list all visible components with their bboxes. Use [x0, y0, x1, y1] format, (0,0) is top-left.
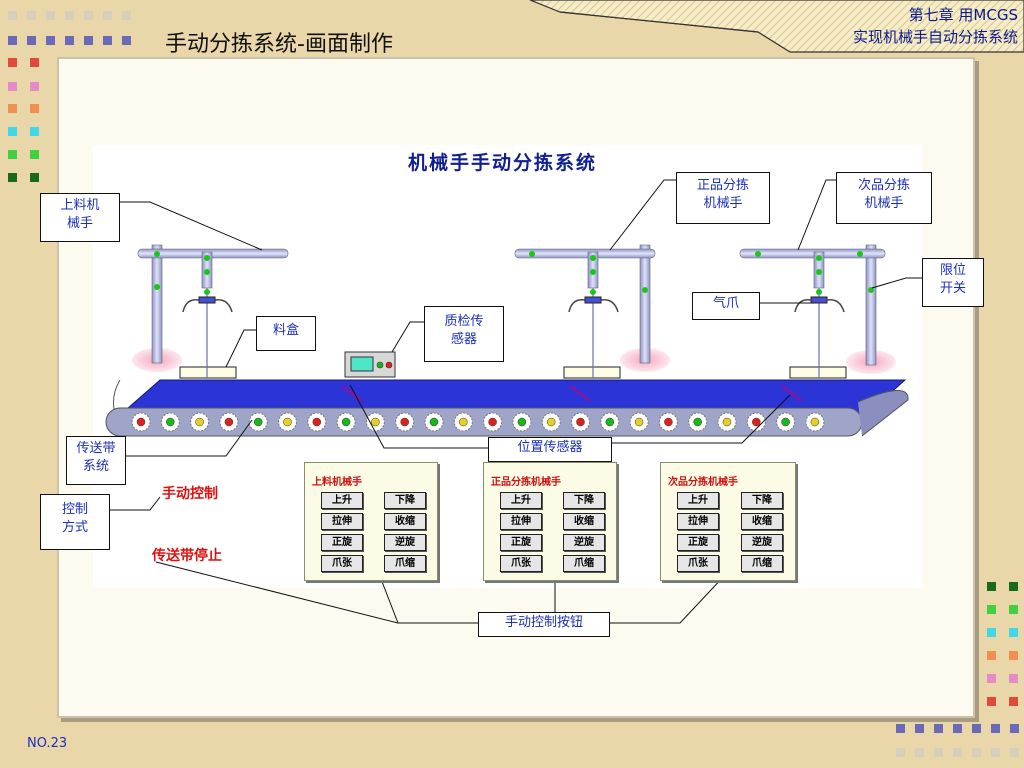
claw-open-button[interactable]: 爪张 [677, 555, 719, 572]
roller-indicator-light [459, 417, 468, 427]
roller-indicator-light [634, 417, 644, 427]
roller-indicator-light [693, 417, 702, 427]
roller-indicator-light [195, 417, 204, 427]
conveyor-status-text: 传送带停止 [152, 548, 222, 564]
panel-title: 次品分拣机械手 [668, 477, 738, 488]
roller-indicator-light [722, 417, 732, 427]
claw-close-button[interactable]: 爪缩 [563, 555, 605, 572]
roller-indicator-light [546, 417, 556, 427]
rotate-forward-button[interactable]: 正旋 [500, 534, 542, 551]
bin-good [563, 366, 621, 379]
chapter-heading: 第七章 用MCGS 实现机械手自动分拣系统 [853, 4, 1018, 48]
roller-indicator-light [253, 417, 263, 427]
corner-decoration-top-left [0, 0, 150, 190]
panel-title: 上料机械手 [312, 477, 362, 488]
panel-title: 正品分拣机械手 [491, 477, 561, 488]
label-manual-control-buttons: 手动控制按钮 [478, 612, 610, 637]
defect-sorting-arm-drawing [739, 244, 896, 378]
claw-open-button[interactable]: 爪张 [500, 555, 542, 572]
page-number: NO.23 [27, 736, 68, 751]
control-panel-loading-arm: 上料机械手 上升 下降 拉伸 收缩 正旋 逆旋 爪张 爪缩 [304, 462, 438, 581]
slide-title: 手动分拣系统-画面制作 [165, 32, 393, 57]
lower-button[interactable]: 下降 [563, 492, 605, 509]
label-air-claw: 气爪 [692, 292, 760, 320]
rotate-reverse-button[interactable]: 逆旋 [741, 534, 783, 551]
rotate-reverse-button[interactable]: 逆旋 [563, 534, 605, 551]
roller-indicator-light [283, 417, 292, 427]
chapter-line-1: 第七章 用MCGS [908, 6, 1018, 24]
label-limit-switch: 限位 开关 [922, 258, 984, 307]
roller-indicator-light [429, 417, 439, 427]
roller-indicator-light [136, 417, 146, 427]
diagram-title: 机械手手动分拣系统 [408, 152, 598, 174]
roller-indicator-light [312, 417, 322, 427]
roller-indicator-light [400, 417, 409, 427]
raise-button[interactable]: 上升 [321, 492, 363, 509]
retract-button[interactable]: 收缩 [384, 513, 426, 530]
claw-close-button[interactable]: 爪缩 [741, 555, 783, 572]
label-quality-sensor: 质检传 感器 [424, 306, 504, 362]
roller-indicator-light [341, 417, 351, 427]
roller-indicator-light [752, 417, 761, 427]
label-loading-arm: 上料机 械手 [40, 193, 120, 242]
extend-button[interactable]: 拉伸 [677, 513, 719, 530]
roller-indicator-light [166, 417, 175, 427]
label-good-sorting-arm: 正品分拣 机械手 [676, 172, 770, 224]
claw-close-button[interactable]: 爪缩 [384, 555, 426, 572]
retract-button[interactable]: 收缩 [563, 513, 605, 530]
raise-button[interactable]: 上升 [677, 492, 719, 509]
label-defect-sorting-arm: 次品分拣 机械手 [836, 172, 932, 224]
roller-indicator-light [224, 417, 234, 427]
good-sorting-arm-drawing [514, 244, 670, 378]
callout-leader-lines [110, 179, 922, 624]
roller-indicator-light [488, 417, 497, 427]
label-material-bin: 料盒 [256, 316, 316, 351]
bin-defect [789, 366, 847, 379]
chapter-line-2: 实现机械手自动分拣系统 [852, 28, 1018, 46]
rotate-forward-button[interactable]: 正旋 [321, 534, 363, 551]
loading-arm-drawing [132, 244, 289, 378]
roller-indicator-light [810, 417, 820, 427]
claw-open-button[interactable]: 爪张 [321, 555, 363, 572]
quality-sensor-device [344, 351, 396, 378]
roller-lights [131, 412, 825, 432]
roller-indicator-light [605, 417, 615, 427]
label-control-mode: 控制 方式 [40, 494, 110, 550]
retract-button[interactable]: 收缩 [741, 513, 783, 530]
rotate-reverse-button[interactable]: 逆旋 [384, 534, 426, 551]
bin-loading [179, 366, 237, 379]
label-position-sensor: 位置传感器 [488, 437, 612, 462]
control-panel-defect-sorting-arm: 次品分拣机械手 上升 下降 拉伸 收缩 正旋 逆旋 爪张 爪缩 [660, 462, 796, 581]
extend-button[interactable]: 拉伸 [500, 513, 542, 530]
manual-control-mode-link[interactable]: 手动控制 [162, 486, 218, 502]
corner-decoration-bottom-right [880, 578, 1024, 768]
control-panel-good-sorting-arm: 正品分拣机械手 上升 下降 拉伸 收缩 正旋 逆旋 爪张 爪缩 [483, 462, 617, 581]
roller-indicator-light [781, 417, 790, 427]
roller-indicator-light [371, 417, 380, 427]
roller-indicator-light [576, 417, 585, 427]
lower-button[interactable]: 下降 [741, 492, 783, 509]
extend-button[interactable]: 拉伸 [321, 513, 363, 530]
roller-indicator-light [664, 417, 673, 427]
rotate-forward-button[interactable]: 正旋 [677, 534, 719, 551]
raise-button[interactable]: 上升 [500, 492, 542, 509]
lower-button[interactable]: 下降 [384, 492, 426, 509]
roller-indicator-light [517, 417, 527, 427]
label-conveyor-system: 传送带 系统 [66, 436, 126, 485]
